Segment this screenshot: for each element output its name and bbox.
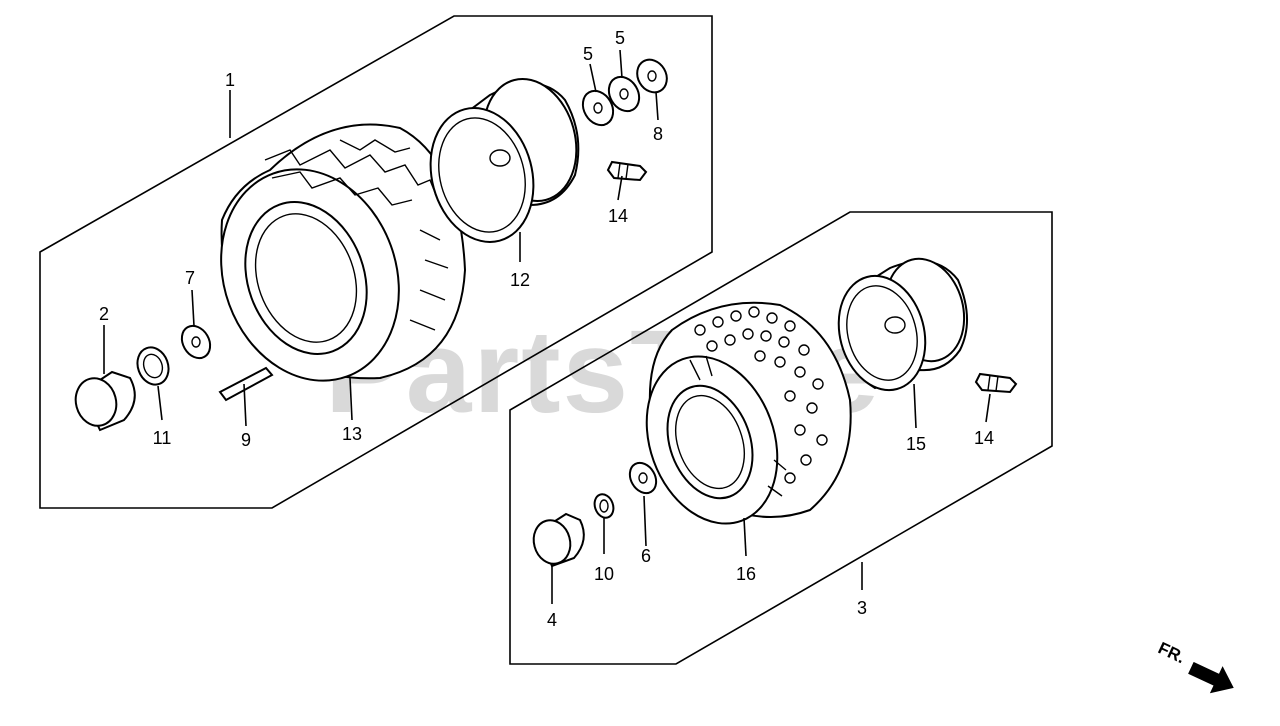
callout-13: 13 <box>342 424 362 444</box>
valve-14-upper <box>606 160 648 182</box>
tire-16 <box>645 301 852 525</box>
washer-8 <box>636 58 668 94</box>
callout-2: 2 <box>99 304 109 324</box>
callout-5b: 5 <box>615 28 625 48</box>
leader-lines <box>103 49 991 604</box>
callout-16: 16 <box>736 564 756 584</box>
arrow-right-icon <box>1188 661 1234 694</box>
washer-7 <box>180 324 212 360</box>
callout-15: 15 <box>906 434 926 454</box>
callout-11: 11 <box>153 428 172 448</box>
circlip-10 <box>593 493 615 519</box>
rim-12 <box>429 77 580 243</box>
rim-15 <box>837 257 969 392</box>
direction-label: FR. <box>1155 638 1188 667</box>
callout-10: 10 <box>594 564 614 584</box>
cap-4 <box>532 512 585 568</box>
rear-wheel-assembly-frame <box>509 211 1053 665</box>
callout-3: 3 <box>857 598 867 618</box>
callout-14b: 14 <box>974 428 994 448</box>
callout-7: 7 <box>185 268 195 288</box>
callout-6: 6 <box>641 546 651 566</box>
key-9 <box>218 366 274 402</box>
callout-12: 12 <box>510 270 530 290</box>
callout-4: 4 <box>547 610 557 630</box>
callout-1: 1 <box>225 70 235 90</box>
washer-6 <box>628 461 658 495</box>
front-direction-indicator: FR. <box>1155 638 1234 694</box>
callout-9: 9 <box>241 430 251 450</box>
front-wheel-assembly-frame <box>39 15 713 509</box>
circlip-11 <box>136 346 170 386</box>
callout-5a: 5 <box>583 44 593 64</box>
callout-8: 8 <box>653 124 663 144</box>
washer-5b <box>607 75 641 113</box>
callout-14a: 14 <box>608 206 628 226</box>
washer-5a <box>581 89 615 127</box>
tire-13 <box>220 123 467 382</box>
valve-14-lower <box>974 372 1018 394</box>
cap-2 <box>74 370 136 432</box>
